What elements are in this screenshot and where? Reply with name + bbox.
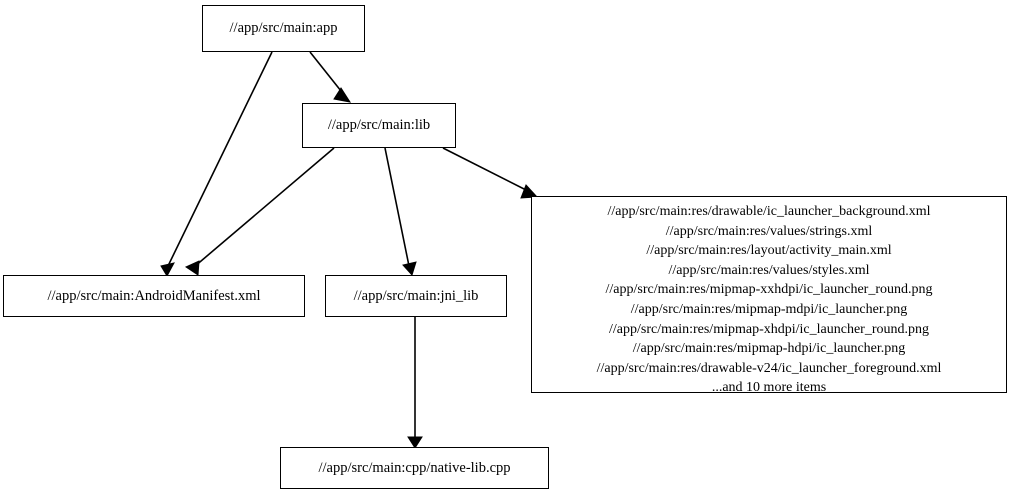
edge-jni-lib-to-native-lib bbox=[407, 317, 423, 449]
resource-line: //app/src/main:res/mipmap-xhdpi/ic_launc… bbox=[609, 321, 929, 337]
edge-app-to-manifest bbox=[160, 51, 273, 278]
resource-line: //app/src/main:res/layout/activity_main.… bbox=[646, 243, 892, 259]
node-jni-lib[interactable]: //app/src/main:jni_lib bbox=[325, 275, 507, 317]
edge-app-to-lib bbox=[309, 51, 352, 103]
resource-more-items-label: ...and 10 more items bbox=[711, 380, 827, 396]
node-lib-label: //app/src/main:lib bbox=[327, 117, 431, 134]
node-native-lib-cpp[interactable]: //app/src/main:cpp/native-lib.cpp bbox=[280, 447, 549, 489]
resource-line: //app/src/main:res/mipmap-mdpi/ic_launch… bbox=[630, 301, 908, 317]
edge-lib-to-resources bbox=[442, 147, 539, 199]
node-jni-lib-label: //app/src/main:jni_lib bbox=[353, 287, 479, 304]
node-android-manifest-label: //app/src/main:AndroidManifest.xml bbox=[47, 287, 261, 304]
edge-lib-to-manifest bbox=[184, 147, 335, 276]
resource-line: //app/src/main:res/mipmap-hdpi/ic_launch… bbox=[632, 341, 906, 357]
node-lib[interactable]: //app/src/main:lib bbox=[302, 103, 456, 148]
edge-lib-to-jni-lib bbox=[384, 147, 417, 276]
node-app-label: //app/src/main:app bbox=[229, 20, 338, 37]
resource-line: //app/src/main:res/values/strings.xml bbox=[665, 223, 873, 239]
resource-line: //app/src/main:res/mipmap-xxhdpi/ic_laun… bbox=[605, 282, 933, 298]
node-native-lib-cpp-label: //app/src/main:cpp/native-lib.cpp bbox=[318, 459, 511, 476]
resource-line: //app/src/main:res/values/styles.xml bbox=[668, 262, 870, 278]
node-android-manifest[interactable]: //app/src/main:AndroidManifest.xml bbox=[3, 275, 305, 317]
node-resources-group[interactable]: //app/src/main:res/drawable/ic_launcher_… bbox=[531, 196, 1007, 395]
node-app[interactable]: //app/src/main:app bbox=[202, 5, 365, 52]
resource-line: //app/src/main:res/drawable/ic_launcher_… bbox=[607, 204, 931, 219]
resource-line: //app/src/main:res/drawable-v24/ic_launc… bbox=[596, 360, 942, 376]
